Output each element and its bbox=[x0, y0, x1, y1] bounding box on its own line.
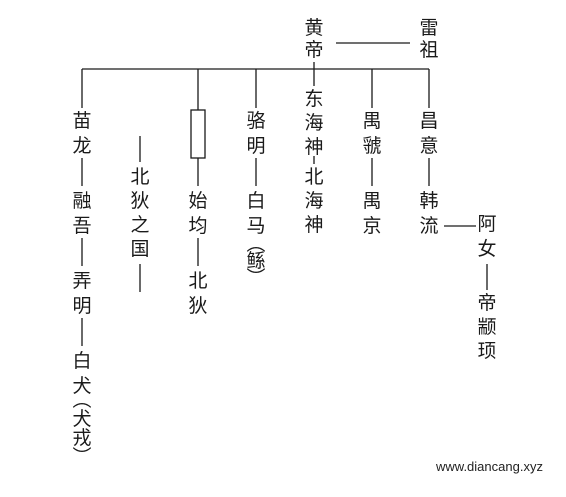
watermark-text: www.diancang.xyz bbox=[436, 459, 543, 474]
node-luoming: 骆明 bbox=[246, 110, 265, 157]
node-changyi: 昌意 bbox=[419, 110, 438, 157]
node-leizu: 雷祖 bbox=[419, 17, 438, 61]
unnamed-ancestor-box bbox=[190, 109, 206, 159]
node-anu: 阿女 bbox=[477, 213, 496, 260]
node-baima: 白马 bbox=[246, 190, 265, 237]
node-beidi: 北狄 bbox=[188, 270, 207, 317]
node-huangdi: 黄帝 bbox=[304, 17, 323, 61]
node-nongming: 弄明 bbox=[72, 270, 91, 317]
node-dizhuanxu: 帝颛顼 bbox=[477, 292, 496, 362]
node-baiquan: 白犬 bbox=[72, 350, 91, 397]
node-beidizhiguo: 北狄之国 bbox=[130, 166, 149, 260]
node-miaolong: 苗龙 bbox=[72, 110, 91, 157]
node-rongwu: 融吾 bbox=[72, 190, 91, 237]
node-donghaishen: 东海神 bbox=[304, 88, 323, 158]
node-yujing: 禺京 bbox=[362, 190, 381, 237]
node-yuhao: 禺虢 bbox=[362, 110, 381, 157]
node-beihaishen: 北海神 bbox=[304, 166, 323, 236]
node-gun: ︵鲧︶ bbox=[246, 233, 265, 289]
node-shijun: 始均 bbox=[188, 190, 207, 237]
node-quanrong: ︵犬戎︶ bbox=[72, 389, 91, 468]
node-hanliu: 韩流 bbox=[419, 190, 438, 237]
